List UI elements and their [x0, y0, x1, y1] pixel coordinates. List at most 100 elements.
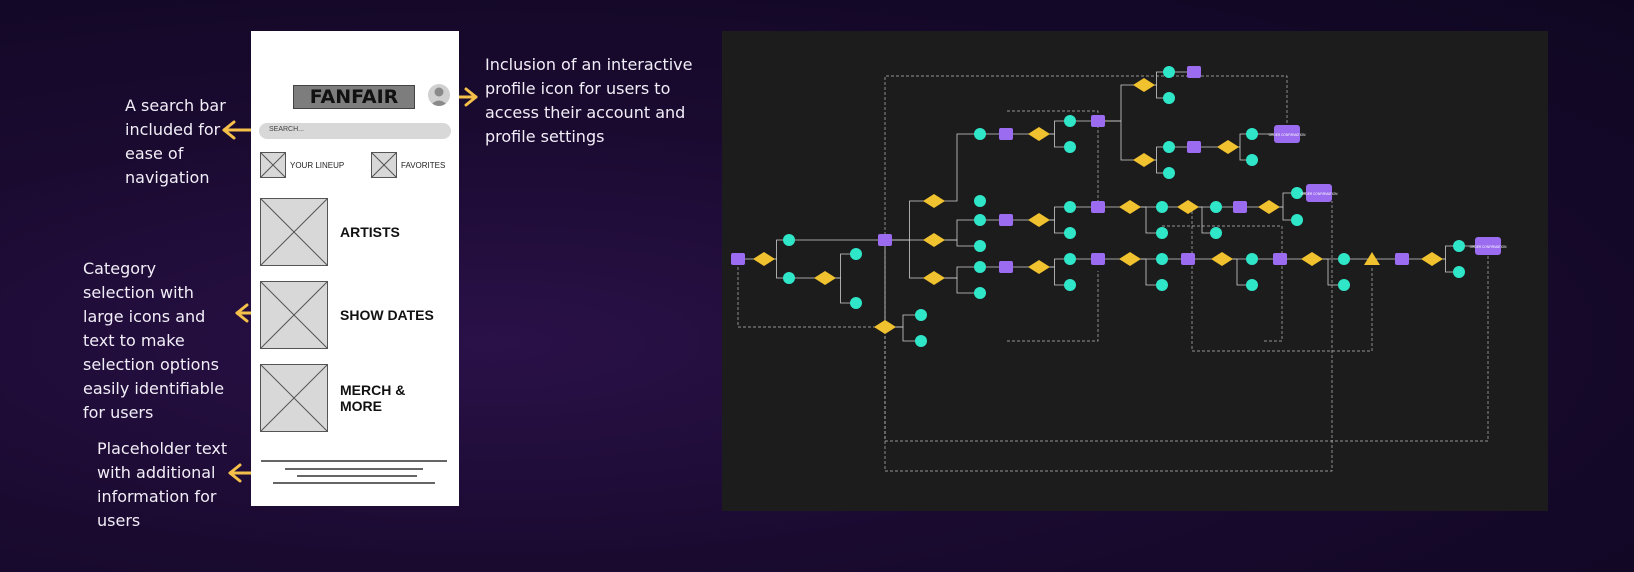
image-placeholder-icon [371, 152, 397, 178]
flow-end-node [1475, 237, 1501, 255]
flowchart-nodes [731, 66, 1501, 347]
flow-loop-connector [1162, 225, 1283, 342]
flow-terminal-node [1163, 141, 1175, 153]
flow-terminal-node [1246, 128, 1258, 140]
flow-decision-node [923, 194, 945, 208]
image-placeholder-icon [260, 152, 286, 178]
image-placeholder-icon [260, 281, 328, 349]
flow-terminal-node [1064, 115, 1076, 127]
flow-terminal-node [974, 287, 986, 299]
flow-terminal-node [974, 128, 986, 140]
flow-triangle-node [1364, 252, 1380, 265]
flow-terminal-node [783, 272, 795, 284]
category-annotation: Category selection with large icons and … [83, 259, 225, 422]
flowchart-end-labels: ORDER CONFIRMATION ORDER CONFIRMATION ORDE… [1269, 133, 1507, 249]
flow-process-node [1395, 253, 1409, 265]
flow-terminal-node [1291, 187, 1303, 199]
flow-process-node [1091, 115, 1105, 127]
flow-decision-node [1211, 252, 1233, 266]
flow-end-node [1306, 184, 1332, 202]
flow-terminal-node [1163, 66, 1175, 78]
flow-terminal-node [1453, 266, 1465, 278]
flow-terminal-node [915, 335, 927, 347]
flow-decision-node [753, 252, 775, 266]
flow-decision-node [1217, 140, 1239, 154]
flow-connector [934, 277, 980, 294]
favorites-label: FAVORITES [401, 160, 446, 170]
category-artists-label: ARTISTS [340, 224, 400, 240]
category-merch-label: MERCH & MORE [340, 382, 406, 414]
category-merch[interactable]: MERCH & MORE [260, 364, 450, 432]
flow-decision-node [1119, 200, 1141, 214]
flow-terminal-node [1163, 167, 1175, 179]
flow-terminal-node [974, 195, 986, 207]
flow-terminal-node [1064, 201, 1076, 213]
flow-process-node [1233, 201, 1247, 213]
category-show-dates[interactable]: SHOW DATES [260, 281, 450, 349]
flow-decision-node [1421, 252, 1443, 266]
flow-decision-node [1301, 252, 1323, 266]
image-placeholder-icon [260, 364, 328, 432]
flow-connector [934, 239, 980, 247]
flow-process-node [1091, 253, 1105, 265]
flow-terminal-node [1246, 279, 1258, 291]
flow-decision-node [923, 271, 945, 285]
flow-end-label: ORDER CONFIRMATION [1470, 245, 1507, 249]
flow-end-label: ORDER CONFIRMATION [1301, 192, 1338, 196]
flow-loop-connector [1007, 110, 1099, 201]
flow-process-node [1187, 66, 1201, 78]
search-placeholder: SEARCH... [269, 126, 305, 133]
flow-terminal-node [915, 309, 927, 321]
flow-decision-node [1028, 260, 1050, 274]
flow-terminal-node [1210, 201, 1222, 213]
flow-terminal-node [1453, 240, 1465, 252]
flow-terminal-node [1338, 253, 1350, 265]
flow-terminal-node [1163, 92, 1175, 104]
favorites-link[interactable]: FAVORITES [371, 152, 445, 178]
flow-decision-node [1119, 252, 1141, 266]
flow-decision-node [814, 271, 836, 285]
flowchart-connectors [737, 71, 1489, 472]
flow-connector [934, 133, 980, 202]
flow-terminal-node [974, 261, 986, 273]
flow-connector [1098, 84, 1144, 122]
flow-terminal-node [1246, 154, 1258, 166]
flow-connector [1098, 120, 1144, 161]
flow-decision-node [1133, 78, 1155, 92]
flow-terminal-node [1064, 279, 1076, 291]
flow-terminal-node [1064, 227, 1076, 239]
flow-process-node [731, 253, 745, 265]
flow-loop-connector [737, 267, 882, 328]
user-flow-diagram: ORDER CONFIRMATION ORDER CONFIRMATION ORDE… [722, 31, 1548, 511]
flow-terminal-node [1210, 227, 1222, 239]
flow-process-node [1273, 253, 1287, 265]
flow-terminal-node [783, 234, 795, 246]
flowchart-canvas: ORDER CONFIRMATION ORDER CONFIRMATION ORDE… [731, 66, 1507, 472]
flow-process-node [999, 214, 1013, 226]
flow-terminal-node [1064, 141, 1076, 153]
flow-decision-node [874, 320, 896, 334]
flow-process-node [1187, 141, 1201, 153]
flow-process-node [1181, 253, 1195, 265]
app-logo: FANFAIR [293, 85, 415, 109]
flow-loop-connector [884, 251, 1489, 442]
flow-decision-node [1028, 213, 1050, 227]
flow-end-label: ORDER CONFIRMATION [1269, 133, 1306, 137]
category-artists[interactable]: ARTISTS [260, 198, 450, 266]
flow-connector [934, 219, 980, 241]
search-input[interactable]: SEARCH... [259, 123, 451, 139]
flow-decision-node [923, 233, 945, 247]
your-lineup-label: YOUR LINEUP [290, 160, 345, 170]
flow-loop-connector [884, 201, 1333, 472]
flow-end-node [1274, 125, 1300, 143]
flow-terminal-node [1156, 201, 1168, 213]
flow-decision-node [1028, 127, 1050, 141]
profile-icon[interactable] [428, 84, 450, 106]
your-lineup-link[interactable]: YOUR LINEUP [260, 152, 344, 178]
search-annotation: A search bar included for ease of naviga… [125, 96, 226, 187]
flow-loop-connector [1191, 211, 1373, 352]
category-show-dates-label: SHOW DATES [340, 307, 434, 323]
flow-terminal-node [1064, 253, 1076, 265]
flow-terminal-node [974, 240, 986, 252]
flow-connector [885, 239, 934, 279]
